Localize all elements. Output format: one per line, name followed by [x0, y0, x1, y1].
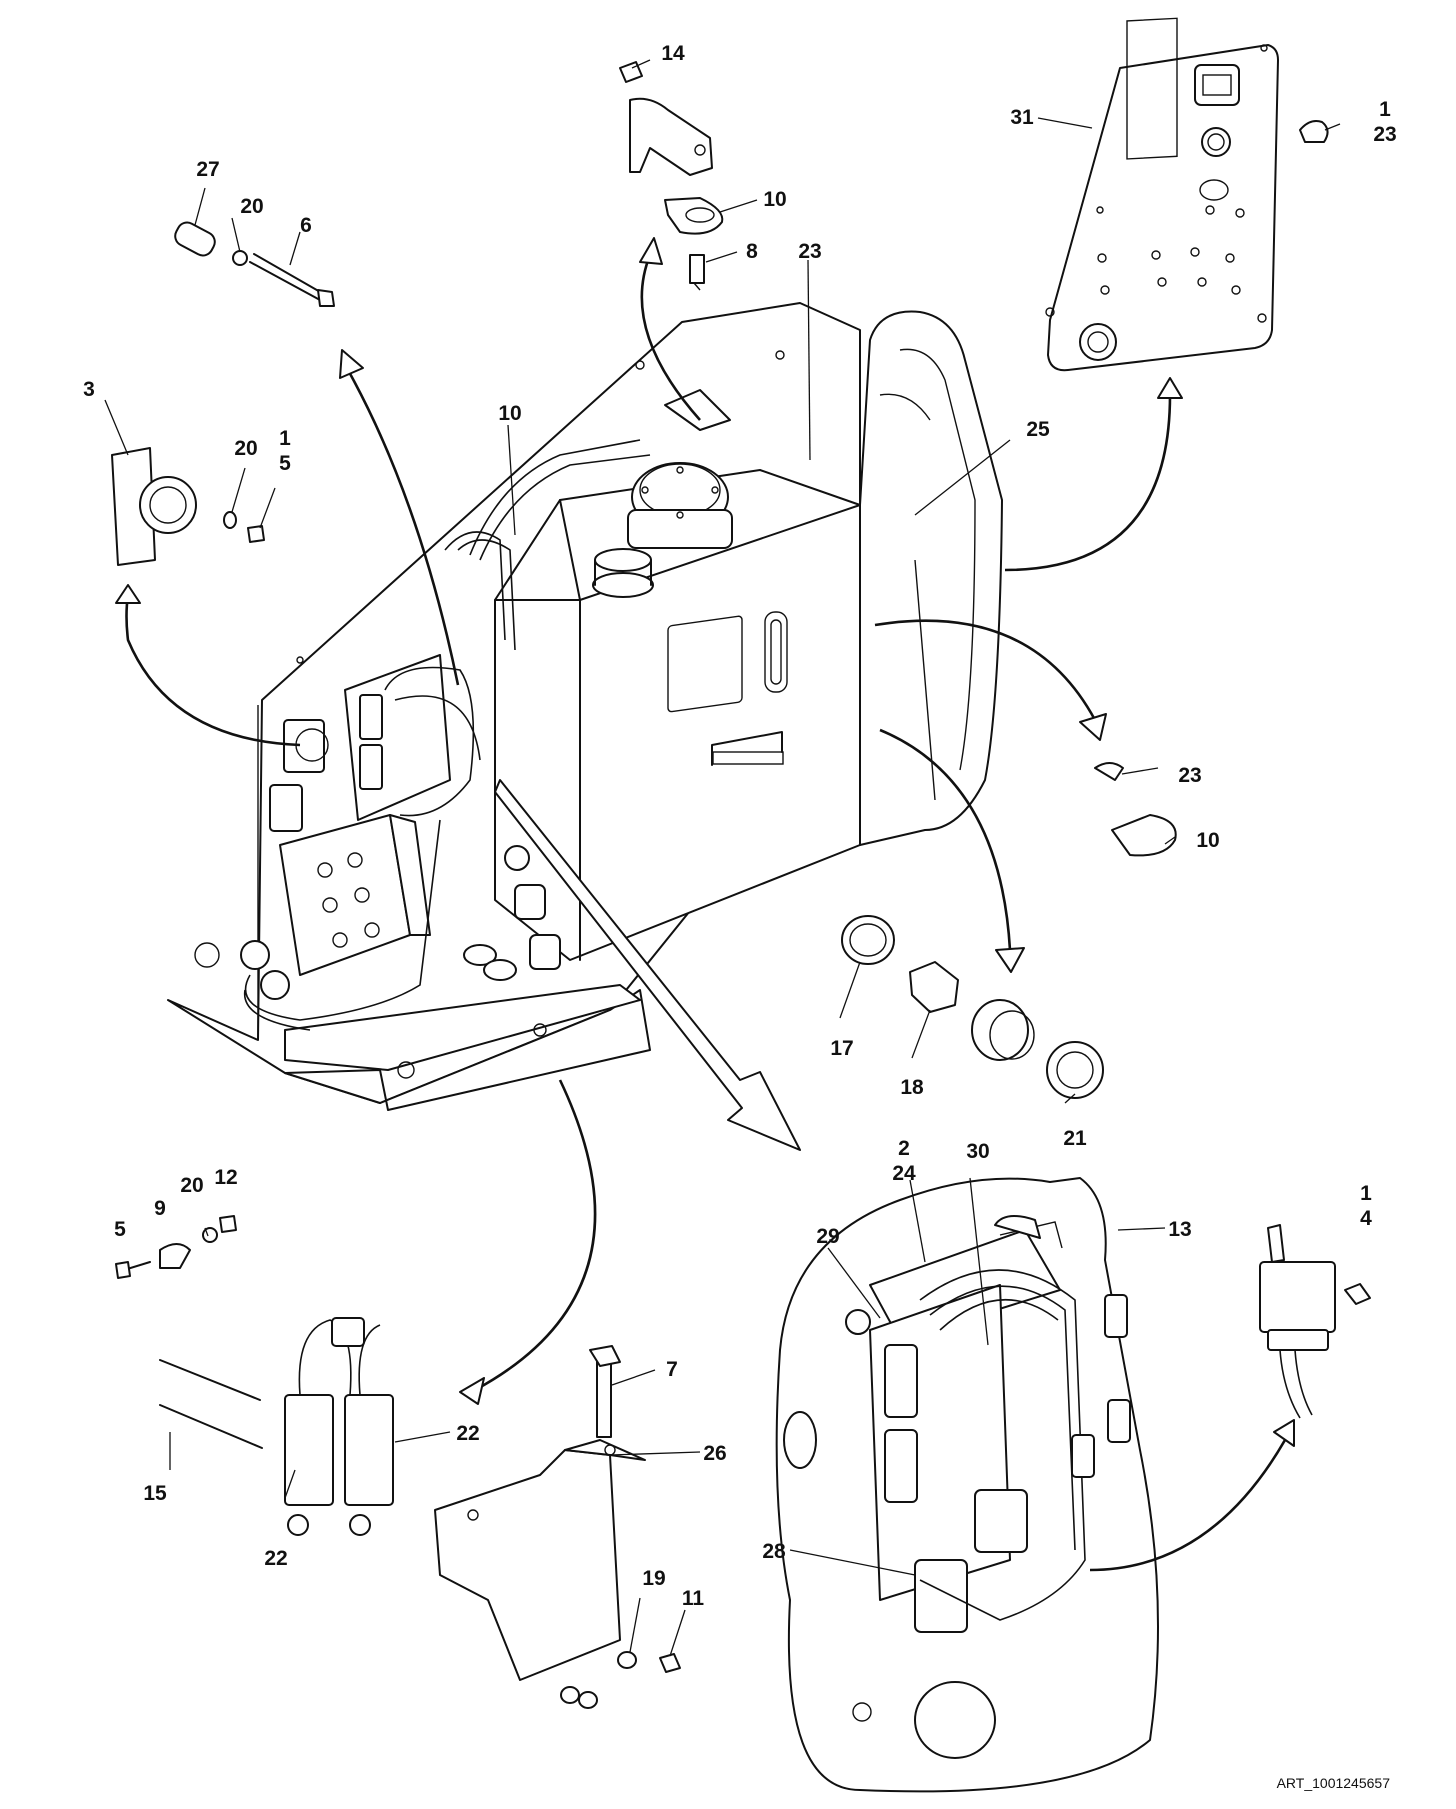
hydraulic-tank — [463, 462, 861, 981]
callout-c21: 21 — [1063, 1127, 1087, 1150]
callout-c20a: 20 — [240, 195, 263, 218]
control-panel — [1045, 17, 1329, 372]
callout-line: 14 — [661, 42, 685, 65]
callout-line: 25 — [1026, 418, 1050, 441]
valve-block — [240, 784, 441, 1031]
callout-line: 20 — [180, 1174, 203, 1197]
callout-line: 13 — [1168, 1218, 1191, 1241]
callout-line: 7 — [666, 1358, 678, 1381]
callout-c26: 26 — [703, 1442, 726, 1465]
callout-line: 3 — [83, 378, 95, 401]
leader-lines — [104, 59, 1341, 1657]
flow-arrows — [115, 237, 1295, 1572]
callout-line: 4 — [1360, 1207, 1372, 1230]
callout-c19: 19 — [642, 1567, 665, 1590]
callout-c28: 28 — [762, 1540, 786, 1563]
callout-line: 24 — [892, 1162, 916, 1185]
callout-line: 1 — [279, 427, 291, 450]
callout-c10a: 10 — [763, 188, 786, 211]
callout-line: 10 — [763, 188, 786, 211]
callout-line: 11 — [682, 1587, 705, 1610]
callout-c22a: 22 — [456, 1422, 479, 1445]
top-bracket-group — [619, 61, 724, 291]
callout-c17: 17 — [830, 1037, 853, 1060]
callout-c7: 7 — [666, 1358, 678, 1381]
callout-line: 10 — [498, 402, 521, 425]
callout-c13: 13 — [1168, 1218, 1191, 1241]
callout-line: 22 — [264, 1547, 287, 1570]
switch-group-lower-left — [115, 1215, 394, 1536]
callout-c27: 27 — [196, 158, 219, 181]
callout-c23a: 23 — [798, 240, 821, 263]
callout-line: 26 — [703, 1442, 726, 1465]
callout-line: 6 — [300, 214, 312, 237]
callout-line: 23 — [1178, 764, 1201, 787]
callout-line: 1 — [1360, 1182, 1372, 1205]
callout-line: 23 — [1373, 123, 1396, 146]
callout-line: 17 — [830, 1037, 853, 1060]
relay-assembly — [1259, 1224, 1371, 1419]
art-number: ART_1001245657 — [1277, 1775, 1391, 1791]
callout-line: 22 — [456, 1422, 479, 1445]
callout-line: 5 — [114, 1218, 126, 1241]
callout-c11: 11 — [682, 1587, 705, 1610]
callout-c5: 5 — [114, 1218, 126, 1241]
callout-c15: 15 — [143, 1482, 167, 1505]
callout-c23b: 23 — [1178, 764, 1201, 787]
callout-line: 10 — [1196, 829, 1219, 852]
mounting-bracket-26 — [434, 1345, 681, 1709]
callout-c14: 14 — [661, 42, 685, 65]
callout-line: 29 — [816, 1225, 839, 1248]
connector-3-exploded — [111, 447, 265, 566]
callout-line: 18 — [900, 1076, 924, 1099]
connector-group-right — [841, 762, 1177, 1099]
callout-c22b: 22 — [264, 1547, 287, 1570]
detail-inset — [775, 1177, 1159, 1793]
callout-c25: 25 — [1026, 418, 1050, 441]
callout-line: 20 — [234, 437, 257, 460]
callout-line: 15 — [143, 1482, 167, 1505]
callout-c6: 6 — [300, 214, 312, 237]
callout-line: 23 — [798, 240, 821, 263]
callout-c8: 8 — [746, 240, 758, 263]
callout-c9: 9 — [154, 1197, 166, 1220]
callout-c29: 29 — [816, 1225, 839, 1248]
bolt-group-upper-left — [174, 221, 335, 307]
callout-c10b: 10 — [498, 402, 521, 425]
callout-line: 2 — [898, 1137, 910, 1160]
callout-line: 5 — [279, 452, 291, 475]
callout-line: 12 — [214, 1166, 237, 1189]
callout-c10c: 10 — [1196, 829, 1219, 852]
callout-line: 21 — [1063, 1127, 1087, 1150]
callout-c18: 18 — [900, 1076, 924, 1099]
callout-line: 20 — [240, 195, 263, 218]
callout-line: 8 — [746, 240, 758, 263]
callout-line: 31 — [1010, 106, 1034, 129]
callout-line: 1 — [1379, 98, 1391, 121]
callout-c20c: 20 — [180, 1174, 203, 1197]
callout-c3: 3 — [83, 378, 95, 401]
callout-line: 27 — [196, 158, 219, 181]
callout-c30: 30 — [966, 1140, 989, 1163]
callout-line: 19 — [642, 1567, 665, 1590]
callout-c20b: 20 — [234, 437, 257, 460]
control-module-assembly — [283, 389, 731, 821]
panel-switches — [1045, 44, 1268, 323]
callout-c31: 31 — [1010, 106, 1034, 129]
side-tank — [859, 310, 1003, 846]
callout-line: 30 — [966, 1140, 989, 1163]
callout-line: 9 — [154, 1197, 166, 1220]
callout-line: 28 — [762, 1540, 786, 1563]
callout-c12: 12 — [214, 1166, 237, 1189]
